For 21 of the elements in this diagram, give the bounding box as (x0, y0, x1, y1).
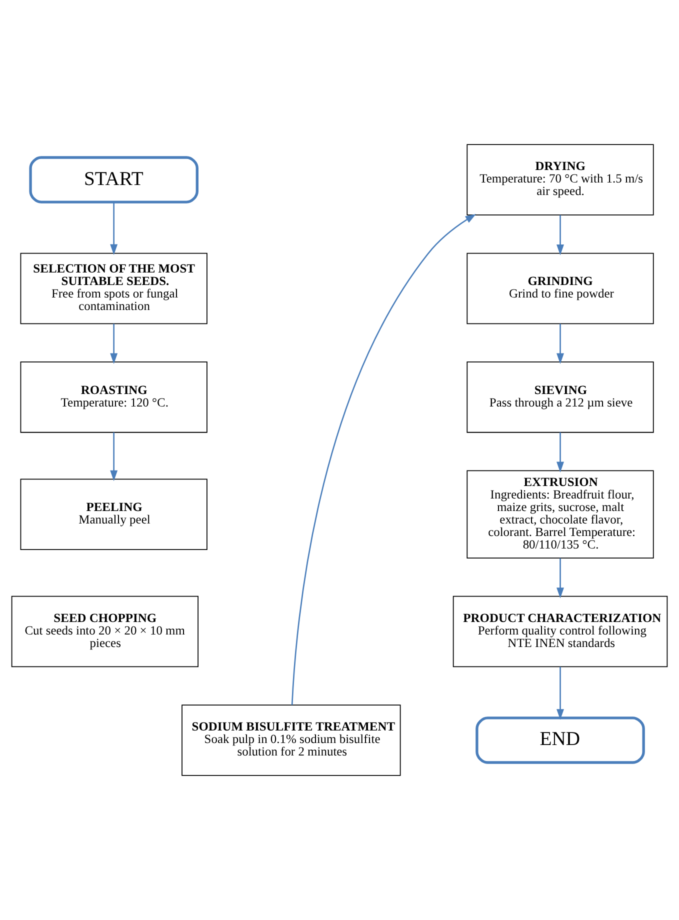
node-box: PEELING Manually peel (20, 478, 208, 550)
node-box: SELECTION OF THE MOST SUITABLE SEEDS. Free from spots or fungal contamination (20, 252, 208, 324)
arrow (291, 214, 476, 706)
node-box: ROASTING Temperature: 120 °C. (20, 362, 208, 433)
node-box: DRYING Temperature: 70 °C with 1.5 m/s air speed. (466, 144, 654, 216)
node-box: SODIUM BISULFITE TREATMENT Soak pulp in 0.1% sodium bisulfite solution for 2 minutes (182, 704, 401, 776)
node-box: END (476, 716, 645, 764)
node-box: SEED CHOPPING Cut seeds into 20 × 20 × 10 mm pieces (11, 596, 198, 668)
arrow (556, 324, 564, 364)
arrow (110, 432, 118, 482)
node-box: SIEVING Pass through a 212 µm sieve (466, 362, 654, 433)
arrow (556, 215, 564, 256)
arrow (110, 202, 118, 255)
node-box: GRINDING Grind to fine powder (466, 252, 654, 324)
arrow (556, 432, 564, 472)
arrow (110, 324, 118, 364)
arrow (556, 558, 564, 598)
node-box: EXTRUSION Ingredients: Breadfruit flour, maize grits, sucrose, malt extract, chocolate flavor, colorant. Barrel Temperature: 80/110/135 °C. (466, 470, 654, 558)
node-box: PRODUCT CHARACTERIZATION Perform quality control following NTE INEN standards (452, 596, 668, 668)
arrow (556, 666, 564, 720)
node-box: START (29, 156, 198, 204)
